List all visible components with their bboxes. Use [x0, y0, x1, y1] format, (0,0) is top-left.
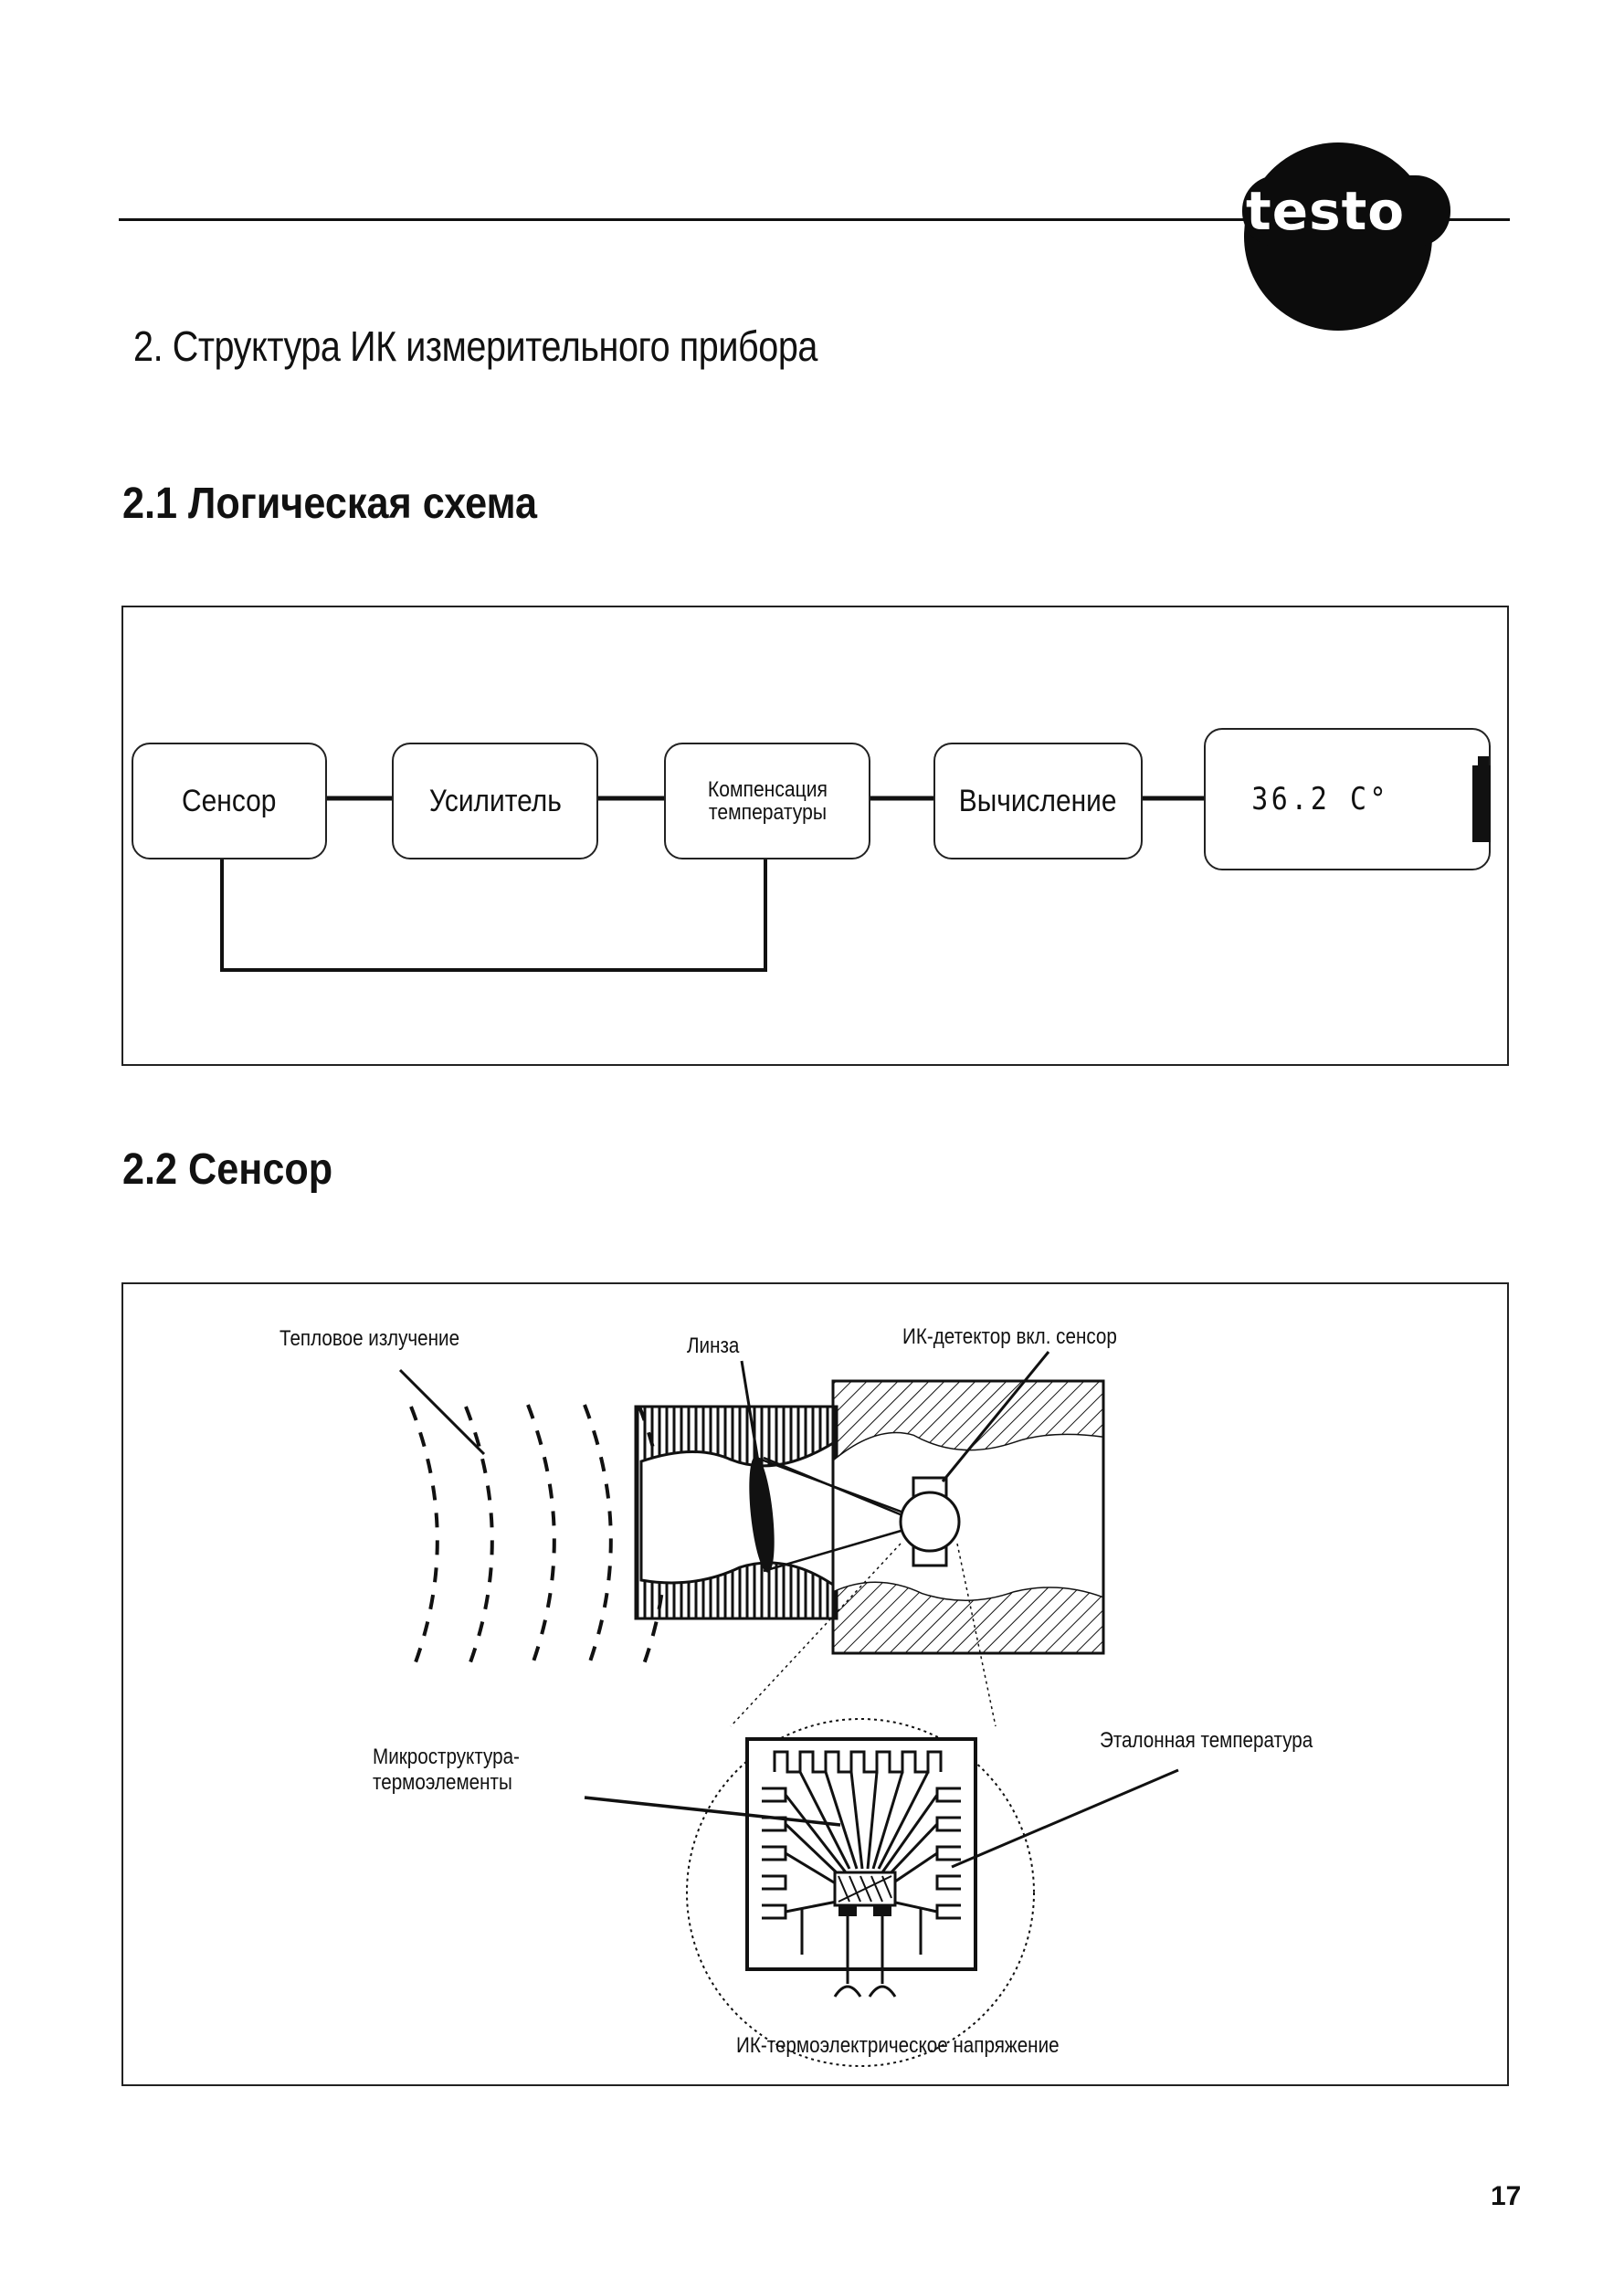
display-value: 36.2 C° [1251, 781, 1390, 817]
block-calculation: Вычисление [933, 743, 1143, 859]
label-reference-temperature: Эталонная температура [1100, 1728, 1313, 1753]
block-compensation-line1: Компенсация [707, 777, 828, 802]
block-sensor: Сенсор [132, 743, 327, 859]
label-lens: Линза [687, 1334, 740, 1358]
header-rule-right [1429, 218, 1510, 221]
section-title-logic: 2.1 Логическая схема [122, 480, 538, 528]
block-compensation-line2: температуры [708, 800, 827, 825]
block-sensor-label: Сенсор [182, 783, 277, 818]
label-ir-detector: ИК-детектор вкл. сенсор [902, 1324, 1117, 1349]
header-rule-left [119, 218, 1251, 221]
page-number: 17 [1491, 2181, 1522, 2211]
chapter-title: 2. Структура ИК измерительного прибора [133, 322, 817, 370]
block-calculation-label: Вычисление [959, 783, 1117, 818]
label-thermal-radiation: Тепловое излучение [279, 1326, 460, 1351]
block-amplifier: Усилитель [392, 743, 598, 859]
label-ir-voltage: ИК-термоэлектрическое напряжение [736, 2033, 1060, 2058]
section-title-sensor: 2.2 Сенсор [122, 1145, 333, 1194]
block-amplifier-label: Усилитель [428, 783, 562, 818]
testo-logo-text: testo [1242, 175, 1450, 247]
sensor-diagram-frame [121, 1282, 1509, 2086]
label-microstructure-line1: Микроструктура- [373, 1745, 520, 1769]
block-compensation: Компенсация температуры [664, 743, 870, 859]
label-microstructure-line2: термоэлементы [373, 1770, 512, 1795]
block-display: 36.2 C° [1204, 728, 1491, 870]
